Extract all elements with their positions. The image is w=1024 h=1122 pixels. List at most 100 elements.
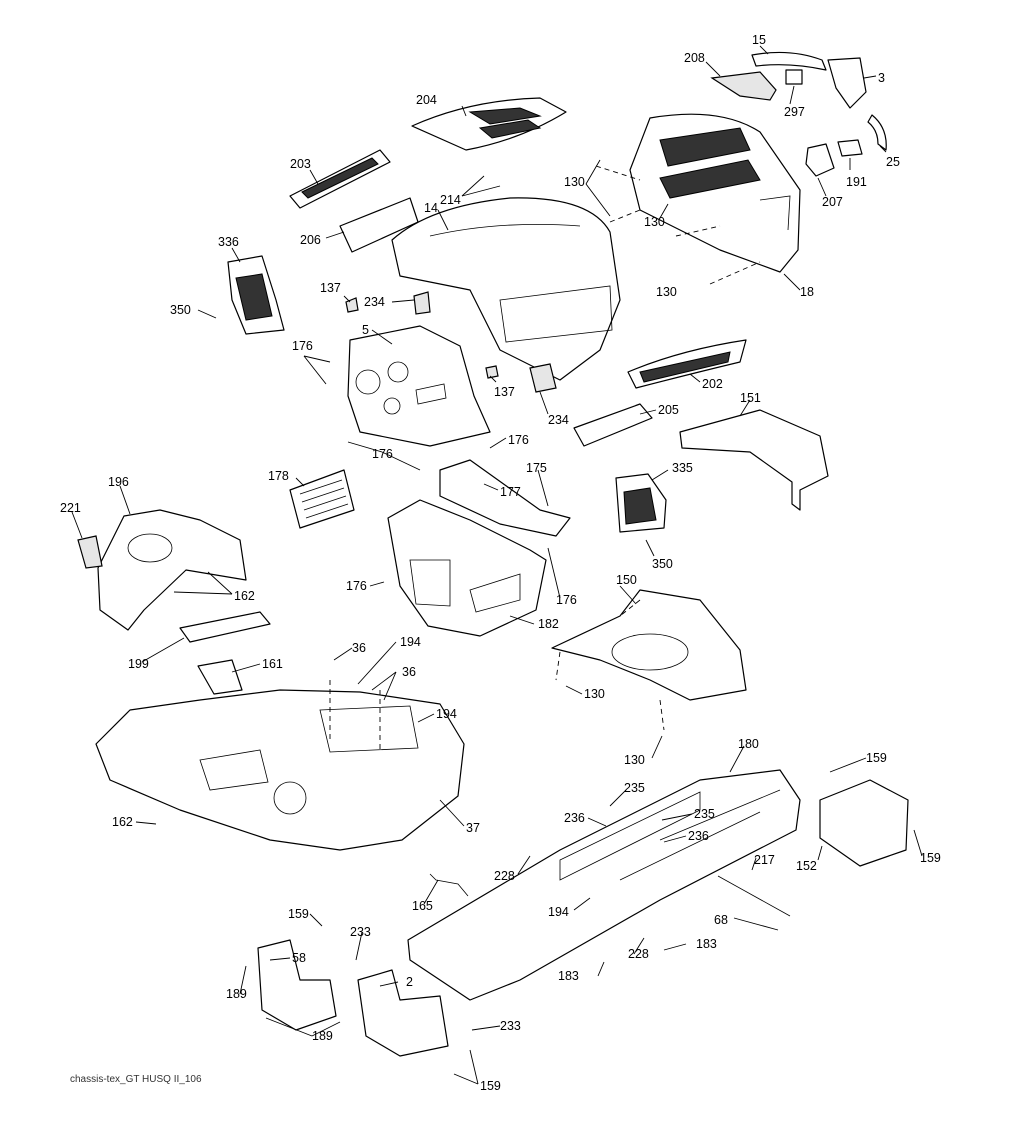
part-footrest-plate [551, 589, 747, 701]
callout-176: 176 [372, 447, 393, 461]
part-decal [413, 291, 557, 393]
callout-196: 196 [108, 475, 129, 489]
callout-159: 159 [288, 907, 309, 921]
part-rod-165 [429, 873, 469, 897]
callout-194: 194 [548, 905, 569, 919]
part-side-lens [827, 57, 867, 109]
part-grille-strip [289, 149, 391, 209]
callout-233: 233 [500, 1019, 521, 1033]
callout-130: 130 [564, 175, 585, 189]
callout-130: 130 [644, 215, 665, 229]
callout-25: 25 [886, 155, 900, 169]
callout-152: 152 [796, 859, 817, 873]
callout-162: 162 [234, 589, 255, 603]
callout-18: 18 [800, 285, 814, 299]
callout-176: 176 [508, 433, 529, 447]
callout-159: 159 [480, 1079, 501, 1093]
callout-235: 235 [624, 781, 645, 795]
part-lower-dash [387, 499, 547, 637]
callout-214: 214 [440, 193, 461, 207]
part-trim-strip [751, 51, 827, 71]
callout-137: 137 [320, 281, 341, 295]
callout-68: 68 [714, 913, 728, 927]
callout-labels: 15 208 3 297 204 25 191 130 130 207 203 … [60, 33, 941, 1093]
callout-233: 233 [350, 925, 371, 939]
callout-234: 234 [364, 295, 385, 309]
callout-159: 159 [920, 851, 941, 865]
callout-161: 161 [262, 657, 283, 671]
part-hood-main [391, 197, 621, 381]
callout-350: 350 [170, 303, 191, 317]
part-dashboard [347, 325, 491, 447]
part-trim-161 [197, 659, 243, 695]
callout-204: 204 [416, 93, 437, 107]
callout-236: 236 [564, 811, 585, 825]
part-clips [805, 139, 863, 177]
callout-175: 175 [526, 461, 547, 475]
callout-206: 206 [300, 233, 321, 247]
callout-5: 5 [362, 323, 369, 337]
assembly-lines [329, 165, 761, 750]
callout-183: 183 [558, 969, 579, 983]
callout-228: 228 [628, 947, 649, 961]
callout-205: 205 [658, 403, 679, 417]
callout-159: 159 [866, 751, 887, 765]
callout-189: 189 [226, 987, 247, 1001]
diagram-caption: chassis-tex_GT HUSQ II_106 [70, 1074, 202, 1085]
part-hood-top [411, 97, 567, 151]
part-curved-trim [867, 114, 887, 151]
leader-lines [71, 45, 923, 1085]
callout-221: 221 [60, 501, 81, 515]
part-side-panel-right [615, 473, 667, 533]
callout-228: 228 [494, 869, 515, 883]
callout-130: 130 [656, 285, 677, 299]
callout-14: 14 [424, 201, 438, 215]
callout-207: 207 [822, 195, 843, 209]
part-rear-bracket [819, 779, 909, 867]
callout-150: 150 [616, 573, 637, 587]
part-rod [717, 875, 791, 917]
callout-2: 2 [406, 975, 413, 989]
callout-176: 176 [346, 579, 367, 593]
callout-217: 217 [754, 853, 775, 867]
callout-297: 297 [784, 105, 805, 119]
part-fender-front [97, 509, 247, 631]
part-dash-support [439, 459, 571, 537]
callout-236: 236 [688, 829, 709, 843]
callout-130: 130 [584, 687, 605, 701]
callout-176: 176 [292, 339, 313, 353]
callout-3: 3 [878, 71, 885, 85]
part-main-frame [407, 769, 801, 1001]
callout-194: 194 [436, 707, 457, 721]
callout-350: 350 [652, 557, 673, 571]
callout-36: 36 [402, 665, 416, 679]
callout-194: 194 [400, 635, 421, 649]
callout-162: 162 [112, 815, 133, 829]
callout-234: 234 [548, 413, 569, 427]
part-front-grille [627, 339, 747, 389]
part-rear-fender [95, 689, 465, 851]
callout-178: 178 [268, 469, 289, 483]
callout-177: 177 [500, 485, 521, 499]
callout-36: 36 [352, 641, 366, 655]
part-headlight-bracket [710, 69, 803, 101]
callout-37: 37 [466, 821, 480, 835]
part-hood-bracket [679, 409, 829, 511]
part-mount-bracket-58 [257, 939, 337, 1031]
callout-151: 151 [740, 391, 761, 405]
callout-176: 176 [556, 593, 577, 607]
callout-137: 137 [494, 385, 515, 399]
callout-202: 202 [702, 377, 723, 391]
callout-336: 336 [218, 235, 239, 249]
callout-199: 199 [128, 657, 149, 671]
callout-191: 191 [846, 175, 867, 189]
part-mount-bracket-2 [357, 969, 449, 1057]
callout-335: 335 [672, 461, 693, 475]
part-decal-221 [77, 535, 103, 569]
callout-189: 189 [312, 1029, 333, 1043]
callout-15: 15 [752, 33, 766, 47]
callout-182: 182 [538, 617, 559, 631]
callout-203: 203 [290, 157, 311, 171]
callout-183: 183 [696, 937, 717, 951]
part-trim-199 [179, 611, 271, 643]
